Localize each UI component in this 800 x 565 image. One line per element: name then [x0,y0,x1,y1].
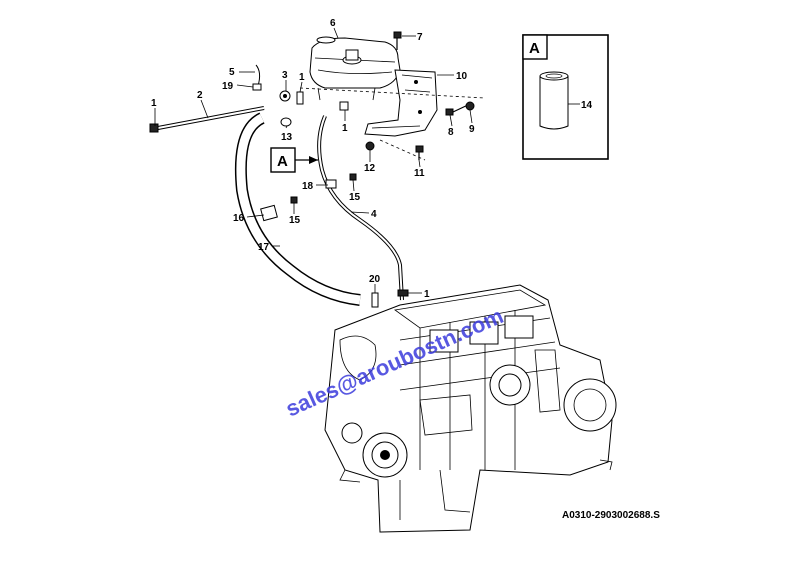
clamp-13-part [280,117,292,127]
callout-1-mid: 1 [342,123,348,134]
callout-11: 11 [414,168,425,179]
callout-1-lower: 1 [424,289,430,300]
callout-9: 9 [469,124,475,135]
callout-1-top: 1 [299,72,305,83]
callout-13: 13 [281,132,293,143]
hose-5-part [255,64,261,87]
hose-17-part [234,112,361,306]
callout-7: 7 [417,32,423,43]
callout-18: 18 [302,181,314,192]
callout-5: 5 [229,67,235,78]
callout-12: 12 [364,163,376,174]
callout-16: 16 [233,213,245,224]
callout-10: 10 [456,71,468,82]
bolt-11-part [415,145,424,160]
leader-lines [154,27,473,294]
pipe-2-part [149,106,265,133]
filter-cartridge-part [539,71,569,130]
nut-12-part [365,141,375,151]
callout-8: 8 [448,127,454,138]
nut-9-part [465,101,475,111]
callout-19: 19 [222,81,234,92]
detail-box-label-frame [522,34,548,60]
fitting-20-part [371,292,379,308]
tank-bracket-part [299,69,486,161]
callout-1-left: 1 [151,98,157,109]
callout-17: 17 [258,242,270,253]
clamp-19-part [252,83,262,91]
callout-6: 6 [330,18,336,29]
clamp-3-part [279,90,291,102]
view-marker-a: A [270,147,318,173]
expansion-tank-part [309,36,401,101]
screw-15-lower-part [290,196,298,204]
reference-code: A0310-2903002688.S [562,510,660,521]
callout-15-upper: 15 [349,192,361,203]
fitting-1-top-part [296,91,349,111]
callout-20: 20 [369,274,381,285]
hose-4-part [317,115,404,301]
fitting-1-lower-part [397,289,409,297]
detail-box-a: A 14 [522,34,609,160]
callout-14: 14 [581,100,593,111]
screw-15-upper-part [349,173,357,181]
engine-part [324,284,617,533]
callout-4: 4 [371,209,377,220]
detail-box-label: A [529,40,540,57]
bolt-7-part [393,31,402,50]
callout-15-lower: 15 [289,215,301,226]
callouts: 1 2 3 5 19 1 13 6 7 10 8 9 11 12 1 18 15… [151,18,475,300]
callout-2: 2 [197,90,203,101]
callout-3: 3 [282,70,288,81]
view-marker-label: A [277,153,288,170]
